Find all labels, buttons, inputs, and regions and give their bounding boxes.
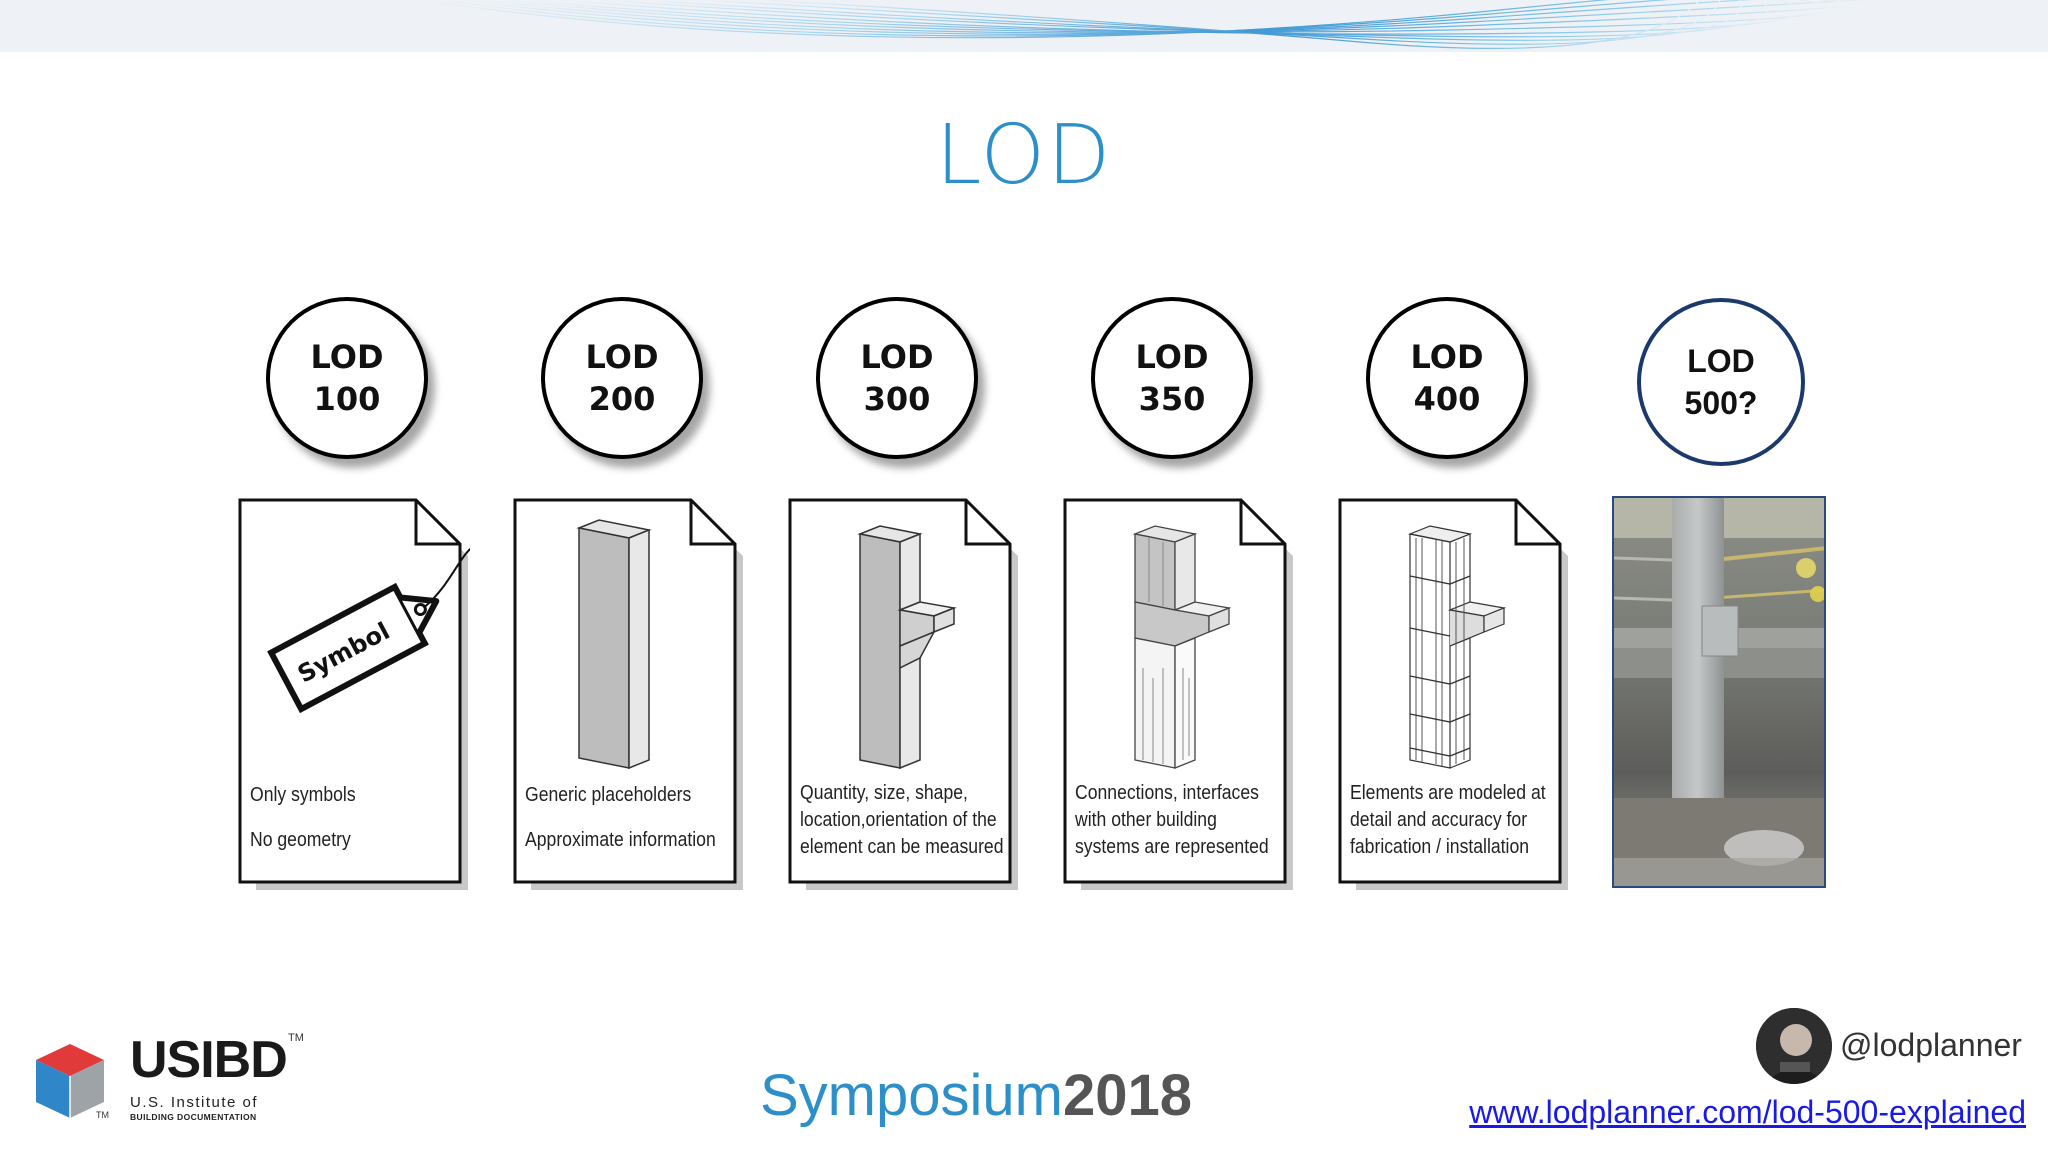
lod-350-number: 350 (1138, 380, 1206, 418)
document-page-icon (788, 498, 1018, 890)
document-page-icon (1063, 498, 1293, 890)
lod-200-caption-line: Generic placeholders (525, 784, 692, 806)
lod-400-number: 400 (1413, 380, 1481, 418)
lod-350-badge: LOD 350 (1091, 297, 1253, 459)
lod-200-caption-line: Approximate information (525, 829, 716, 851)
website-link[interactable]: www.lodplanner.com/lod-500-explained (1469, 1094, 2026, 1130)
lod-400-caption-line: Elements are modeled at (1350, 782, 1546, 804)
document-page-icon (1338, 498, 1568, 890)
lod-200-card: Generic placeholders Approximate informa… (513, 498, 745, 890)
lod-500-photo (1612, 496, 1826, 888)
lod-350-caption: Connections, interfaces with other build… (1075, 780, 1269, 861)
cube-logo-icon (36, 1044, 104, 1118)
social-handle: @lodplanner (1840, 1027, 2022, 1063)
column-placeholder-icon (576, 519, 652, 770)
lod-100-label: LOD (310, 338, 384, 376)
lod-300-badge: LOD 300 (816, 297, 978, 459)
wave-graphic (419, 0, 1903, 49)
built-column-photo (1614, 498, 1824, 886)
column-fabrication-icon (1407, 525, 1507, 769)
document-page-icon (513, 498, 743, 890)
column-corbel-icon (857, 525, 957, 770)
lod-400-caption-line: detail and accuracy for (1350, 809, 1528, 831)
lod-350-card: Connections, interfaces with other build… (1063, 498, 1295, 890)
usibd-logo: TM USIBD TM U.S. Institute of BUILDING D… (30, 1030, 330, 1130)
lod-500-label: LOD (1687, 343, 1755, 379)
lod-200-caption: Generic placeholders Approximate informa… (525, 782, 716, 854)
lod-100-caption-line: Only symbols (250, 784, 356, 806)
lod-200-label: LOD (585, 338, 659, 376)
lod-300-number: 300 (863, 380, 931, 418)
avatar (1756, 1008, 1832, 1084)
lod-100-badge: LOD 100 (266, 297, 428, 459)
usibd-tm-mark: TM (288, 1032, 304, 1044)
lod-300-caption-line: Quantity, size, shape, (800, 782, 968, 804)
lod-100-card: Symbol Only symbols No geometry (238, 498, 470, 890)
person-photo-icon (1756, 1008, 1832, 1084)
lod-500-number: 500? (1684, 385, 1758, 421)
usibd-tm-mark: TM (96, 1110, 109, 1120)
lod-300-label: LOD (860, 338, 934, 376)
usibd-tagline: U.S. Institute of (130, 1094, 259, 1111)
lod-300-card: Quantity, size, shape, location,orientat… (788, 498, 1020, 890)
lod-200-badge: LOD 200 (541, 297, 703, 459)
lod-350-label: LOD (1135, 338, 1209, 376)
lod-100-caption: Only symbols No geometry (250, 782, 435, 854)
lod-400-card: Elements are modeled at detail and accur… (1338, 498, 1570, 890)
lod-500-badge: LOD 500? (1637, 298, 1805, 466)
lod-300-caption-line: location,orientation of the (800, 809, 997, 831)
usibd-name: USIBD (130, 1031, 288, 1089)
lod-300-caption: Quantity, size, shape, location,orientat… (800, 780, 1004, 861)
lod-350-caption-line: Connections, interfaces (1075, 782, 1259, 804)
lod-100-number: 100 (313, 380, 381, 418)
column-connections-icon (1132, 525, 1232, 769)
event-title: Symposium2018 (760, 1062, 1192, 1129)
header-wave-banner (0, 0, 2048, 52)
symbol-tag-icon: Symbol (267, 542, 470, 714)
lod-200-number: 200 (588, 380, 656, 418)
lod-350-caption-line: with other building (1075, 809, 1217, 831)
event-name: Symposium (760, 1063, 1063, 1128)
lod-400-caption: Elements are modeled at detail and accur… (1350, 780, 1546, 861)
usibd-subtitle: BUILDING DOCUMENTATION (130, 1112, 257, 1122)
lod-400-badge: LOD 400 (1366, 297, 1528, 459)
lod-100-caption-line: No geometry (250, 829, 351, 851)
lod-350-caption-line: systems are represented (1075, 836, 1269, 858)
lod-300-caption-line: element can be measured (800, 836, 1004, 858)
lod-400-label: LOD (1410, 338, 1484, 376)
document-page-icon: Symbol (238, 498, 470, 890)
event-year: 2018 (1062, 1063, 1193, 1128)
slide-title: LOD (935, 108, 1113, 203)
lod-400-caption-line: fabrication / installation (1350, 836, 1530, 858)
